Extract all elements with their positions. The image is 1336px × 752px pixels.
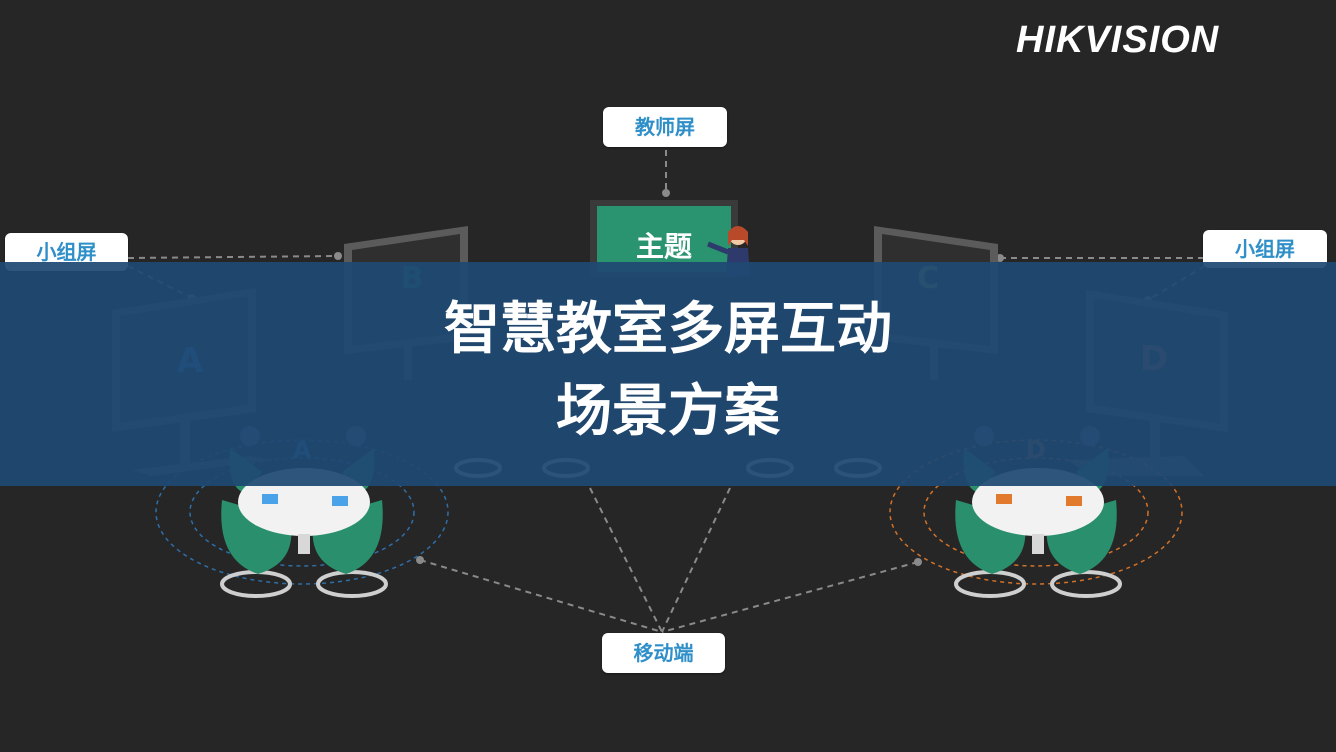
title-line-1: 智慧教室多屏互动	[444, 297, 892, 362]
hikvision-logo: HIKVISION	[1016, 19, 1220, 61]
teacher-screen-label: 教师屏	[603, 107, 727, 147]
connector-lines	[127, 150, 1206, 633]
mobile-label: 移动端	[602, 633, 725, 673]
title-line-2: 场景方案	[556, 379, 780, 444]
teacher-topic-text: 主题	[636, 230, 692, 263]
title-banner	[0, 262, 1336, 486]
group-screen-label-right: 小组屏	[1203, 230, 1327, 268]
